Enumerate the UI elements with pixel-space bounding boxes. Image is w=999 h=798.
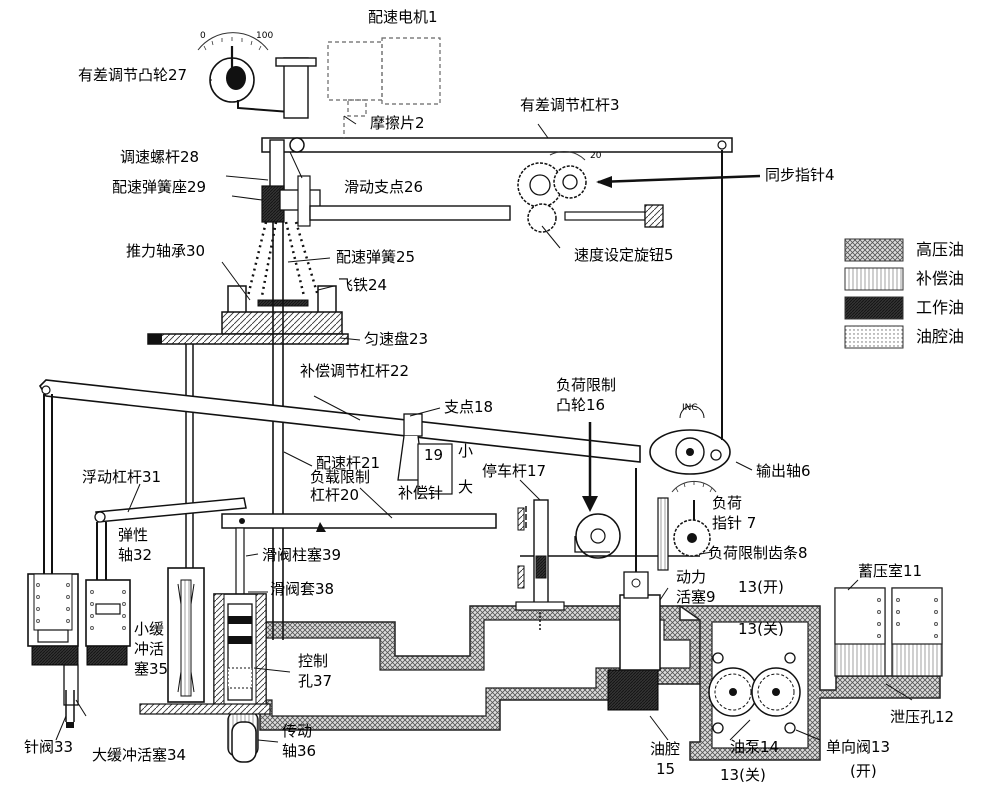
buffer-pistons [27,573,131,728]
label-elastic-shaft-1: 弹性 [118,526,149,544]
label-speed-rod: 配速杆21 [316,454,381,472]
shutdown-lever [515,499,565,632]
droop-lever [261,137,733,440]
label-floating-lever: 浮动杠杆31 [82,468,162,486]
legend-swatch-working [844,296,904,320]
label-relief-port: 泄压孔12 [890,708,955,726]
label-check-closed-top: 13(关) [738,620,784,638]
label-sliding-fulcrum: 滑动支点26 [344,178,424,196]
floating-lever [94,497,247,580]
label-control-port-2: 孔37 [298,672,333,690]
label-load-limit-lever-2: 杠杆20 [310,486,360,504]
legend-swatch-high-pressure [844,238,904,262]
label-needle-valve: 针阀33 [24,738,74,756]
load-indicator [657,480,717,571]
label-speed-knob: 速度设定旋钮5 [574,246,674,264]
label-small-buffer-3: 塞35 [134,660,169,678]
droop-dial-hundred: 100 [256,31,274,41]
label-speed-screw: 调速螺杆28 [120,148,200,166]
legend-swatch-compensation [844,267,904,291]
label-drive-shaft-2: 轴36 [282,742,317,760]
high-pressure-oil-channel [249,605,941,761]
label-speeder-spring: 配速弹簧25 [336,248,416,266]
output-inc-label: INC [682,403,698,413]
legend-label-chamber: 油腔油 [916,327,965,346]
label-compensation-lever: 补偿调节杠杆22 [300,362,410,380]
label-load-limit-cam-1: 负荷限制 [556,376,617,394]
accumulator-chamber [834,587,943,677]
label-big: 大 [458,478,474,496]
label-load-limit-cam-2: 凸轮16 [556,396,606,414]
label-small-buffer-1: 小缓 [134,620,165,638]
label-check-open-top: 13(开) [738,578,784,596]
label-speed-motor: 配速电机1 [368,8,438,26]
label-oil-chamber-1: 油腔 [650,740,681,758]
label-valve-sleeve: 滑阀套38 [270,580,335,598]
label-oil-pump: 油泵14 [730,738,780,756]
label-accumulator: 蓄压室11 [858,562,923,580]
droop-cam [197,32,317,119]
label-drive-shaft-1: 传动 [282,722,313,740]
legend-label-high-pressure: 高压油 [916,240,965,259]
leader-lines [55,79,913,743]
label-fulcrum: 支点18 [444,398,494,416]
label-shutdown-lever: 停车杆17 [482,462,547,480]
label-synchronizer-pointer: 同步指针4 [765,166,835,184]
label-load-limit-lever-1: 负载限制 [310,468,371,486]
load-limit-cam [520,422,700,559]
label-small-buffer-2: 冲活 [134,640,165,658]
synchronizer-gears [517,151,761,233]
compensation-scale [417,443,453,495]
flyweight-assembly [147,222,349,640]
label-flyweight: 飞铁24 [338,276,388,294]
label-compensation-needle: 补偿针 [398,484,444,502]
label-power-piston-2: 活塞9 [676,588,716,606]
legend-label-compensation: 补偿油 [916,269,965,288]
label-thrust-bearing: 推力轴承30 [126,242,206,260]
oil-pump-gears [708,652,801,734]
speed-setting-motor [327,37,441,138]
drive-shaft [231,721,257,763]
legend-swatch-chamber [844,325,904,349]
label-plunger: 滑阀柱塞39 [262,546,342,564]
label-droop-lever: 有差调节杠杆3 [520,96,620,114]
elastic-shaft [167,567,205,703]
label-check-closed-bottom: 13(关) [720,766,766,784]
label-check-open-bottom: (开) [850,762,877,780]
label-scale-19: 19 [424,446,444,464]
synchronizer-dial-20: 20 [590,151,602,161]
label-large-buffer: 大缓冲活塞34 [92,746,187,764]
label-control-port-1: 控制 [298,652,329,670]
label-load-indicator-1: 负荷 [712,494,743,512]
droop-dial-zero: 0 [200,31,206,41]
label-output-shaft: 输出轴6 [756,462,811,480]
label-spring-seat: 配速弹簧座29 [112,178,207,196]
power-piston [619,468,661,671]
label-load-limit-rack: 负荷限制齿条8 [708,544,808,562]
label-elastic-shaft-2: 轴32 [118,546,153,564]
speed-screw-assembly [261,139,664,228]
label-ballhead: 匀速盘23 [364,330,429,348]
load-limit-lever [221,513,497,532]
output-shaft [628,405,731,475]
label-friction-disc: 摩擦片2 [370,114,425,132]
label-load-indicator-2: 指针 7 [712,514,757,532]
label-small: 小 [458,442,474,460]
legend-label-working: 工作油 [916,298,965,317]
legend [844,238,904,349]
label-check-valve: 单向阀13 [826,738,891,756]
label-droop-cam: 有差调节凸轮27 [78,66,188,84]
label-oil-chamber-2: 15 [656,760,676,778]
label-power-piston-1: 动力 [676,568,707,586]
